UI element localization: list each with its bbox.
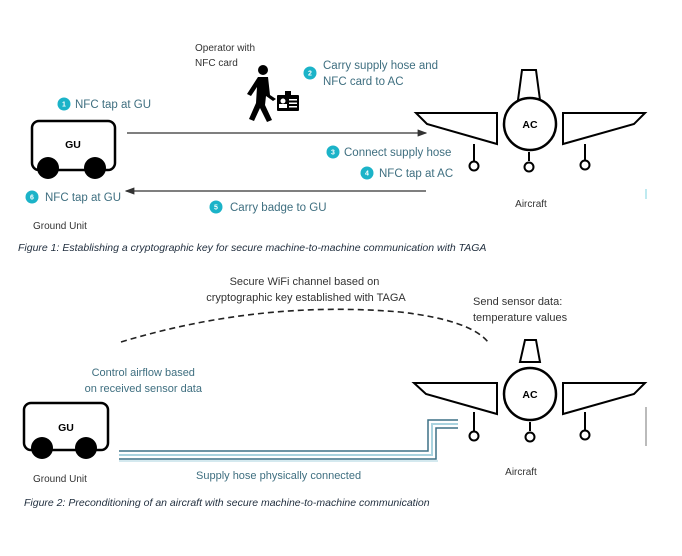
step-text: Carry badge to GU [230, 202, 327, 214]
step-badge [25, 190, 39, 204]
aircraft-box-label: AC [522, 389, 538, 401]
figure-2-caption: Figure 2: Preconditioning of an aircraft… [24, 497, 430, 509]
step-text: NFC tap at GU [45, 192, 121, 204]
ground-unit-label: Ground Unit [33, 221, 87, 232]
wifi-dashed-arc [120, 308, 489, 343]
step-5: 5 Carry badge to GU [209, 200, 327, 214]
step-badge [209, 200, 223, 214]
svg-text:6: 6 [30, 195, 34, 202]
supply-hose [119, 419, 458, 462]
ground-unit-box-label: GU [65, 139, 81, 151]
ground-unit-box-label: GU [58, 422, 74, 434]
ground-unit: GU [22, 401, 110, 459]
walking-person-icon [247, 65, 276, 122]
operator-label: Operator with NFC card [195, 43, 258, 69]
step-3: 3 Connect supply hose [326, 145, 451, 159]
control-airflow-label: Control airflow based on received sensor… [85, 367, 203, 395]
wifi-channel-label: Secure WiFi channel based on cryptograph… [206, 276, 406, 304]
supply-hose-label: Supply hose physically connected [196, 470, 361, 482]
step-badge [303, 66, 317, 80]
step-4: 4 NFC tap at AC [360, 166, 453, 180]
svg-text:1: 1 [62, 102, 66, 109]
step-badge [360, 166, 374, 180]
figure-2: Secure WiFi channel based on cryptograph… [22, 276, 648, 509]
step-6: 6 NFC tap at GU [25, 190, 121, 204]
step-2: 2 Carry supply hose and NFC card to AC [303, 60, 441, 88]
step-badge [57, 97, 71, 111]
aircraft-label: Aircraft [515, 199, 547, 210]
aircraft: AC [413, 69, 648, 173]
id-badge-icon [277, 91, 299, 111]
figure-1: Operator with NFC card GU Ground Unit [18, 43, 648, 254]
aircraft: AC [411, 339, 648, 443]
step-text: NFC tap at AC [379, 168, 453, 180]
sensor-data-label: Send sensor data: temperature values [473, 296, 568, 324]
ground-unit-label: Ground Unit [33, 474, 87, 485]
step-badge [326, 145, 340, 159]
svg-text:5: 5 [214, 205, 218, 212]
step-text: NFC tap at GU [75, 99, 151, 111]
aircraft-box-label: AC [522, 119, 538, 131]
step-text: Connect supply hose [344, 147, 451, 159]
svg-text:4: 4 [365, 171, 369, 178]
figure-1-caption: Figure 1: Establishing a cryptographic k… [18, 242, 486, 254]
step-text: Carry supply hose and NFC card to AC [323, 60, 441, 88]
step-1: 1 NFC tap at GU [57, 97, 151, 111]
svg-text:2: 2 [308, 71, 312, 78]
aircraft-label: Aircraft [505, 467, 537, 478]
ground-unit: GU [30, 119, 117, 179]
svg-text:3: 3 [331, 150, 335, 157]
